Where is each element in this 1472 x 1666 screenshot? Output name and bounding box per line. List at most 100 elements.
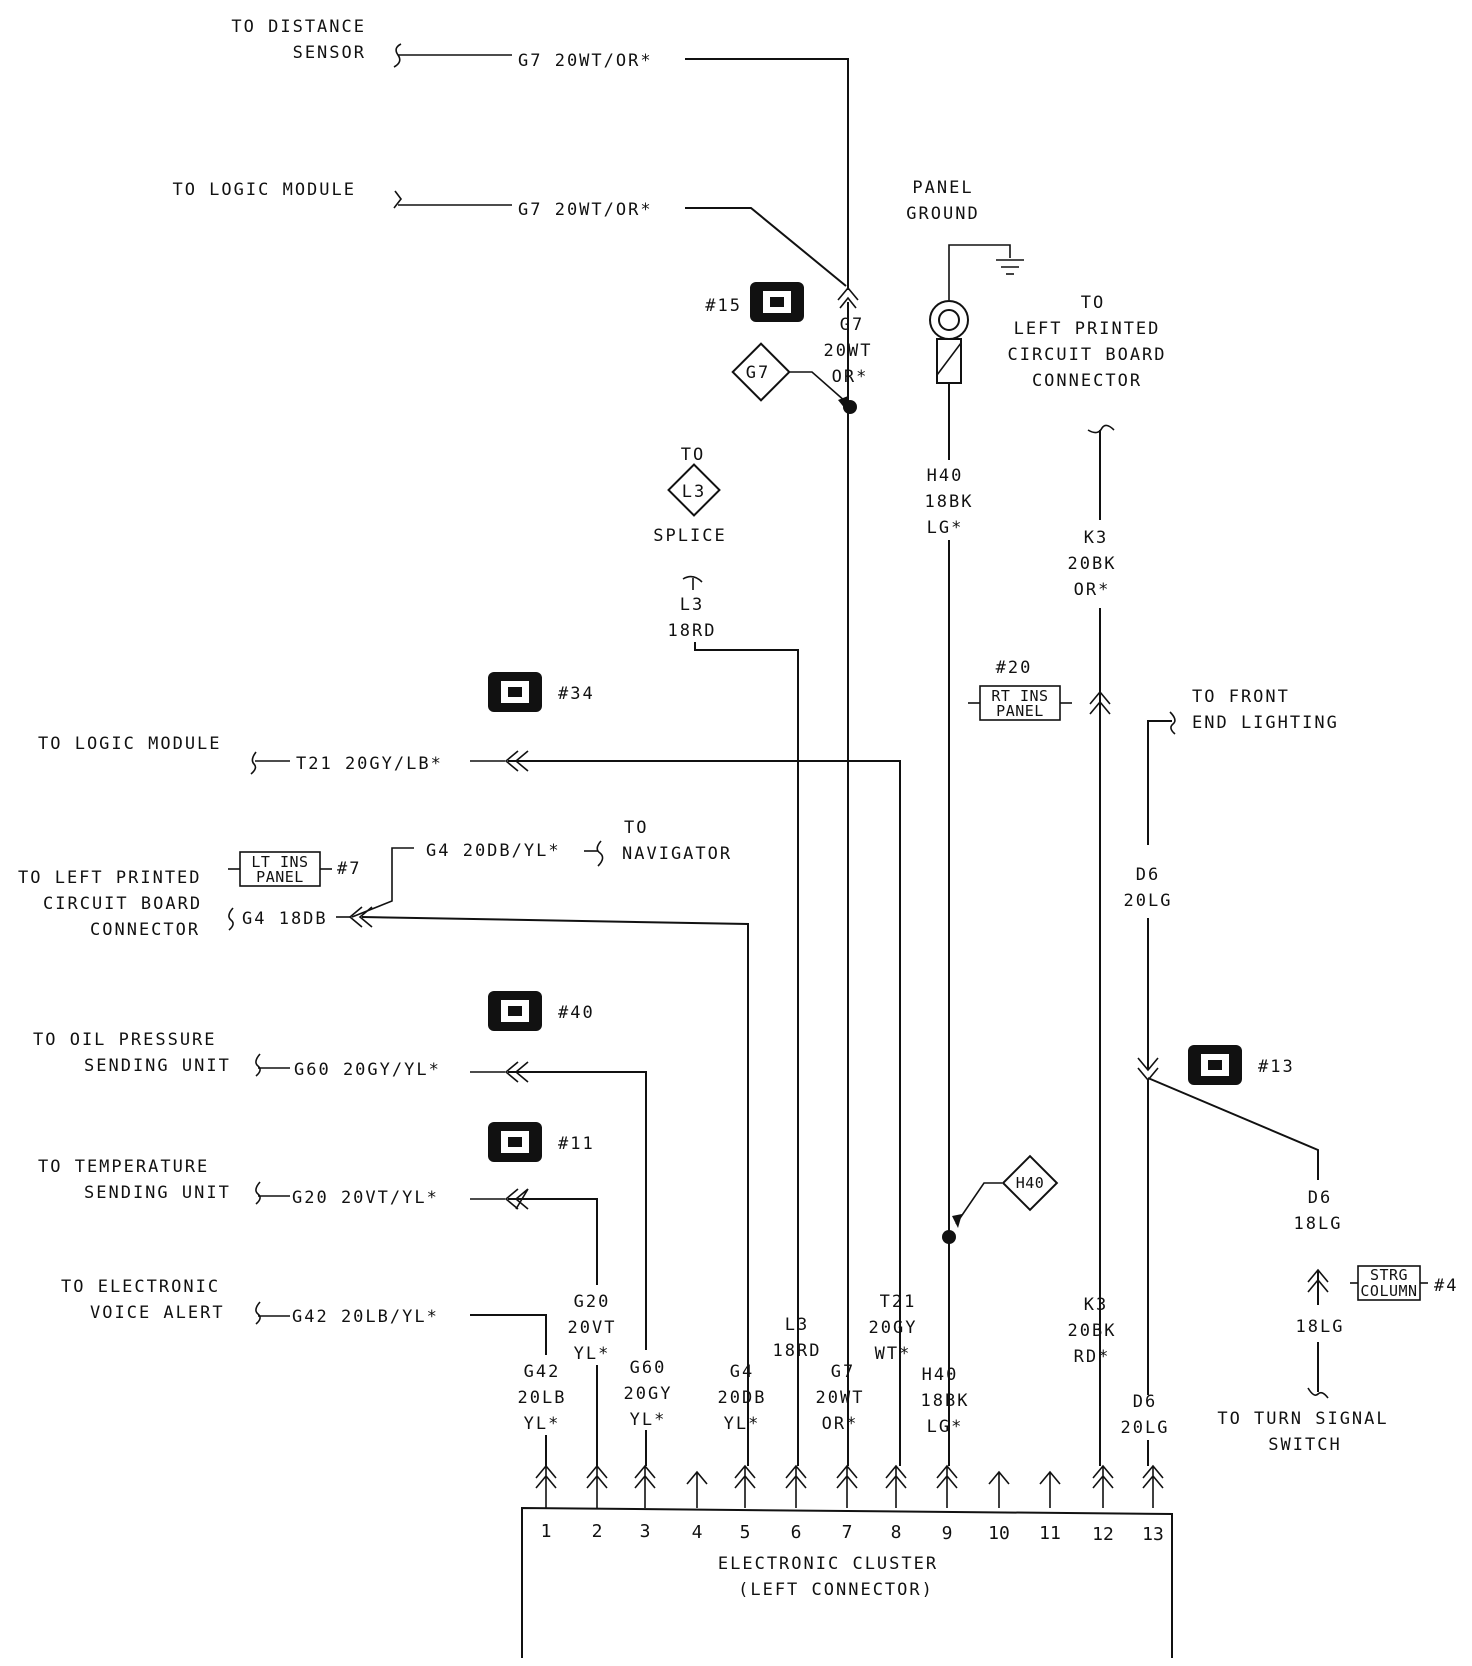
k3-wire-label: K3 — [1084, 528, 1108, 548]
rt-ins-panel-label: RT INS — [991, 687, 1048, 705]
pin12-wire-label: 20BK — [1068, 1321, 1117, 1341]
d6-top-wire-label: 20LG — [1124, 891, 1173, 911]
distance-sensor-circuit: TO DISTANCE SENSOR G7 20WT/OR* — [231, 17, 849, 290]
g20-circuit: TO TEMPERATURE SENDING UNIT G20 20VT/YL* — [38, 1157, 598, 1466]
connector-34: #34 — [488, 672, 593, 712]
g7-connector-chevron — [837, 286, 859, 309]
pin12-wire-label: K3 — [1084, 1295, 1108, 1315]
connector-4-label: #4 — [1434, 1276, 1458, 1296]
connector-icon — [488, 991, 542, 1031]
turn-signal-circuit: D6 18LG 18LG TO TURN SIGNAL SWITCH — [1147, 1077, 1388, 1455]
pin7-wire-label: OR* — [822, 1414, 859, 1434]
temperature-label: TO TEMPERATURE — [38, 1157, 209, 1177]
pin-number: 1 — [541, 1521, 552, 1542]
lt-ins-panel-label: LT INS — [251, 853, 308, 871]
pin-number: 11 — [1039, 1523, 1061, 1544]
d6-lower-wire-label: 18LG — [1296, 1317, 1345, 1337]
pin-number: 4 — [692, 1522, 703, 1543]
pin8-wire-label: T21 — [880, 1292, 917, 1312]
pin-number: 10 — [988, 1523, 1010, 1544]
pin9-wire-label: LG* — [927, 1417, 964, 1437]
pin6-wire-label: 18RD — [773, 1341, 822, 1361]
pin1-wire-label: 20LB — [518, 1388, 567, 1408]
left-pcb-left-label: CONNECTOR — [90, 920, 200, 940]
strg-column-label: COLUMN — [1360, 1282, 1417, 1300]
h40-splice-label: H40 — [1016, 1174, 1045, 1192]
h40-wire-label: LG* — [927, 518, 964, 538]
g20-wire-label: G20 20VT/YL* — [292, 1188, 439, 1208]
connector-icon — [750, 282, 804, 322]
g7-splice: G7 — [731, 342, 857, 414]
pin3-wire-label: 20GY — [624, 1384, 673, 1404]
rt-ins-panel-label: PANEL — [996, 702, 1044, 720]
pin13-wire-label: 20LG — [1121, 1418, 1170, 1438]
h40-wire-label: H40 — [927, 466, 964, 486]
pin7-wire-label: 20WT — [816, 1388, 865, 1408]
connector-15-label: #15 — [705, 296, 742, 316]
pin-number: 8 — [891, 1522, 902, 1543]
logic-module-label: TO LOGIC MODULE — [38, 734, 222, 754]
l3-splice-word: SPLICE — [653, 526, 726, 546]
strg-column: STRG COLUMN #4 — [1350, 1265, 1458, 1301]
connector-icon — [488, 672, 542, 712]
pin1-wire-label: YL* — [524, 1414, 561, 1434]
connector-15: #15 — [705, 282, 804, 322]
connector-13-label: #13 — [1258, 1057, 1295, 1077]
pin12-wire-label: RD* — [1074, 1347, 1111, 1367]
distance-sensor-label: SENSOR — [293, 43, 366, 63]
pin-number: 12 — [1092, 1524, 1114, 1545]
panel-ground-label: PANEL — [912, 178, 973, 198]
g7-wire-label: G7 — [840, 315, 864, 335]
left-pcb-label: CIRCUIT BOARD — [1007, 345, 1166, 365]
d6-side-wire-label: 18LG — [1294, 1214, 1343, 1234]
pin2-wire-label: G20 — [574, 1292, 611, 1312]
voice-alert-label: TO ELECTRONIC — [61, 1277, 220, 1297]
lt-ins-panel-label: PANEL — [256, 868, 304, 886]
front-end-lighting-circuit: TO FRONT END LIGHTING D6 20LG — [1124, 687, 1339, 1466]
pin-number: 7 — [842, 1522, 853, 1543]
connector-icon — [1188, 1045, 1242, 1085]
pin-wire-labels: G42 20LB YL* G20 20VT YL* G60 20GY YL* G… — [518, 1292, 1170, 1438]
l3-splice: TO L3 SPLICE L3 18RD — [653, 445, 799, 1466]
pin5-wire-label: G4 — [730, 1362, 754, 1382]
g4-left-wire-label: G4 18DB — [242, 909, 328, 929]
turn-signal-label: SWITCH — [1268, 1435, 1341, 1455]
l3-splice-label: L3 — [682, 482, 706, 502]
k3-wire-label: OR* — [1074, 580, 1111, 600]
left-pcb-top: TO LEFT PRINTED CIRCUIT BOARD CONNECTOR … — [1007, 293, 1166, 1466]
l3-to-label: TO — [681, 445, 705, 465]
cluster-title: ELECTRONIC CLUSTER — [718, 1554, 938, 1574]
pin8-wire-label: 20GY — [869, 1318, 918, 1338]
left-pcb-label: TO — [1081, 293, 1105, 313]
connector-13: #13 — [1188, 1045, 1295, 1085]
left-pcb-left-label: CIRCUIT BOARD — [43, 894, 202, 914]
pin7-wire-label: G7 — [831, 1362, 855, 1382]
connector-7-label: #7 — [337, 859, 361, 879]
t21-wire-label: T21 20GY/LB* — [296, 754, 443, 774]
distance-wire-label: G7 20WT/OR* — [518, 51, 653, 71]
cluster-subtitle: (LEFT CONNECTOR) — [738, 1580, 934, 1600]
pin3-wire-label: YL* — [630, 1410, 667, 1430]
panel-ground: PANEL GROUND H40 18BK LG* — [906, 178, 1024, 1466]
front-lighting-label: END LIGHTING — [1192, 713, 1339, 733]
g7-splice-label: G7 — [746, 363, 770, 383]
connector-40: #40 — [488, 991, 593, 1031]
pin-chevrons — [535, 1464, 1164, 1508]
d6-top-wire-label: D6 — [1136, 865, 1160, 885]
logic-module-top-label: TO LOGIC MODULE — [172, 180, 356, 200]
pin2-wire-label: 20VT — [568, 1318, 617, 1338]
h40-wire-label: 18BK — [925, 492, 974, 512]
strg-column-label: STRG — [1370, 1266, 1408, 1284]
t21-circuit: TO LOGIC MODULE T21 20GY/LB* — [38, 734, 901, 1466]
g60-circuit: TO OIL PRESSURE SENDING UNIT G60 20GY/YL… — [33, 1030, 647, 1466]
pin3-wire-label: G60 — [630, 1358, 667, 1378]
navigator-label: TO — [624, 818, 648, 838]
pin-number: 2 — [592, 1521, 603, 1542]
turn-signal-label: TO TURN SIGNAL — [1217, 1409, 1388, 1429]
pin-number: 13 — [1142, 1524, 1164, 1545]
left-pcb-label: LEFT PRINTED — [1014, 319, 1161, 339]
electronic-cluster: ELECTRONIC CLUSTER (LEFT CONNECTOR) 1 2 … — [521, 1506, 1173, 1658]
pin-number: 5 — [740, 1522, 751, 1543]
pin-number: 3 — [640, 1521, 651, 1542]
